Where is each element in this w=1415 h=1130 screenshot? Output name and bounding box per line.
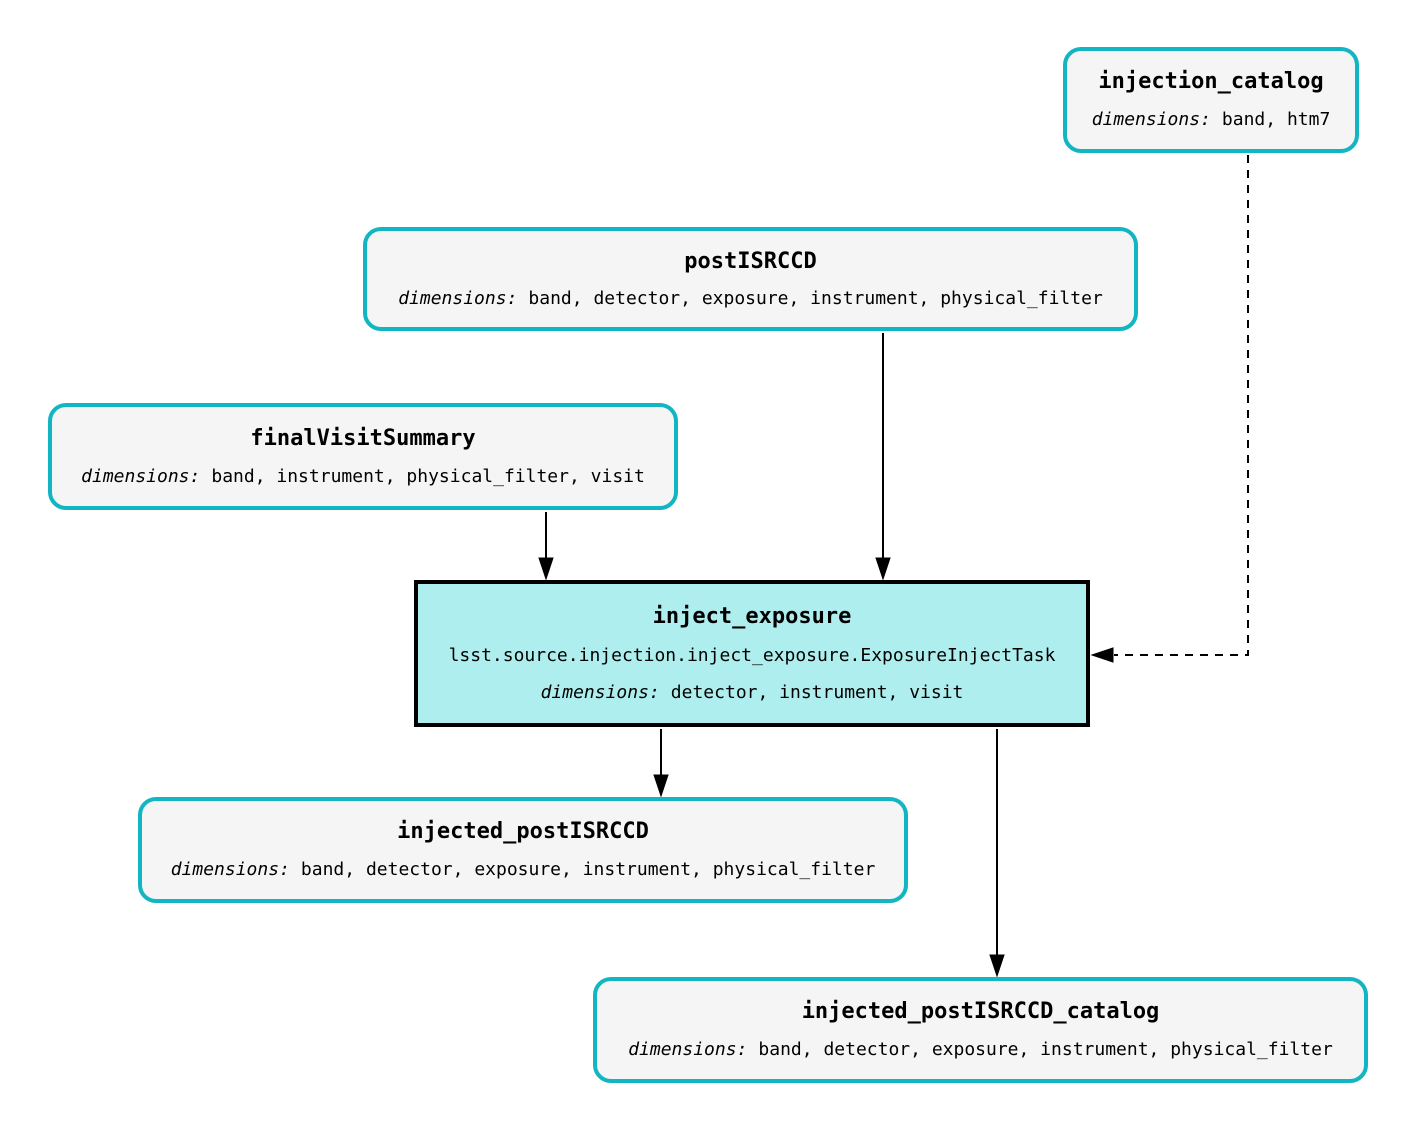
node-title: injected_postISRCCD_catalog xyxy=(801,999,1160,1025)
edge-inject-exposure-to-injected-postisrccd xyxy=(653,729,669,798)
node-injected-postisrccd-catalog: injected_postISRCCD_catalog dimensions: b… xyxy=(593,977,1368,1083)
node-title: injection_catalog xyxy=(1098,69,1324,95)
node-injected-postisrccd: injected_postISRCCD dimensions: band, det… xyxy=(138,797,908,903)
node-postisrccd: postISRCCD dimensions: band, detector, ex… xyxy=(363,227,1138,331)
node-finalvisitsummary: finalVisitSummary dimensions: band, instr… xyxy=(48,403,678,510)
node-dimensions: dimensions: band, instrument, physical_fi… xyxy=(81,466,645,489)
dimensions-value: detector, instrument, visit xyxy=(670,681,964,703)
node-dimensions: dimensions: detector, instrument, visit xyxy=(541,682,964,705)
node-dimensions: dimensions: band, detector, exposure, ins… xyxy=(171,859,876,882)
dimensions-label: dimensions: xyxy=(398,287,518,309)
dimensions-value: band, instrument, physical_filter, visit xyxy=(211,465,645,487)
edge-postisrccd-to-inject-exposure xyxy=(875,333,891,581)
task-class-path: lsst.source.injection.inject_exposure.Ex… xyxy=(448,644,1056,666)
dimensions-value: band, detector, exposure, instrument, ph… xyxy=(758,1039,1333,1061)
dimensions-label: dimensions: xyxy=(628,1039,748,1061)
edge-finalvisitsummary-to-inject-exposure xyxy=(538,512,554,581)
node-injection-catalog: injection_catalog dimensions: band, htm7 xyxy=(1063,47,1359,153)
node-title: injected_postISRCCD xyxy=(397,819,649,845)
dimensions-label: dimensions: xyxy=(540,681,660,703)
node-dimensions: dimensions: band, detector, exposure, ins… xyxy=(628,1039,1333,1062)
edge-inject-exposure-to-injected-postisrccd-catalog xyxy=(989,729,1005,978)
node-inject-exposure-task: inject_exposure lsst.source.injection.in… xyxy=(414,580,1090,727)
node-dimensions: dimensions: band, detector, exposure, ins… xyxy=(398,288,1103,311)
dimensions-value: band, detector, exposure, instrument, ph… xyxy=(528,287,1103,309)
node-title: postISRCCD xyxy=(684,248,817,274)
node-title: inject_exposure xyxy=(652,603,852,629)
node-title: finalVisitSummary xyxy=(250,425,476,451)
node-dimensions: dimensions: band, htm7 xyxy=(1092,109,1331,132)
dimensions-label: dimensions: xyxy=(170,859,290,881)
dimensions-value: band, detector, exposure, instrument, ph… xyxy=(300,859,876,881)
dimensions-label: dimensions: xyxy=(81,465,201,487)
dimensions-label: dimensions: xyxy=(1091,109,1211,131)
dimensions-value: band, htm7 xyxy=(1221,109,1331,131)
